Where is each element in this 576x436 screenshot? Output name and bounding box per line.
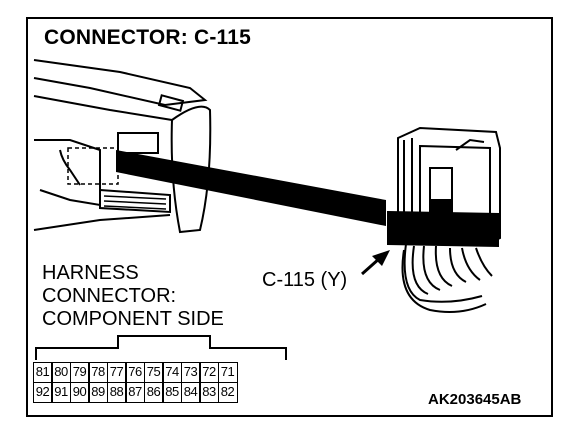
dashboard-drawing bbox=[33, 59, 212, 234]
harness-connector-label: HARNESS CONNECTOR: COMPONENT SIDE bbox=[42, 262, 224, 331]
harness-line-1: HARNESS bbox=[42, 262, 139, 284]
ecu-module bbox=[387, 126, 501, 248]
pin-cell: 80 bbox=[51, 362, 71, 383]
pin-cell: 74 bbox=[162, 362, 182, 383]
pin-cell: 71 bbox=[217, 362, 238, 383]
pin-cell: 89 bbox=[88, 381, 108, 403]
connector-pin-grid: 81 80 79 78 77 76 75 74 73 72 71 92 91 9… bbox=[32, 362, 238, 403]
pin-row-bottom: 92 91 90 89 88 87 86 85 84 83 82 bbox=[32, 381, 238, 403]
dashboard-vents bbox=[103, 195, 167, 210]
pin-cell: 72 bbox=[199, 362, 219, 383]
connector-callout-label: C-115 (Y) bbox=[262, 269, 348, 291]
pin-cell: 91 bbox=[51, 381, 71, 403]
callout-arrow bbox=[361, 250, 390, 276]
pin-cell: 83 bbox=[199, 381, 219, 403]
pin-cell: 88 bbox=[106, 381, 127, 403]
harness-line-2: CONNECTOR: bbox=[42, 285, 177, 307]
pin-cell: 81 bbox=[32, 362, 53, 383]
pin-cell: 79 bbox=[69, 362, 90, 383]
harness-line-3: COMPONENT SIDE bbox=[42, 308, 224, 330]
connector-title: CONNECTOR: C-115 bbox=[44, 26, 252, 49]
wire-bundle bbox=[401, 243, 493, 313]
connector-face-outline bbox=[35, 335, 287, 360]
pin-cell: 82 bbox=[217, 381, 238, 403]
pin-cell: 84 bbox=[180, 381, 201, 403]
connector-location-box bbox=[67, 147, 119, 185]
pin-cell: 90 bbox=[69, 381, 90, 403]
figure-code: AK203645AB bbox=[428, 391, 522, 408]
pin-cell: 92 bbox=[32, 381, 53, 403]
pointer-wedge bbox=[116, 150, 386, 226]
pin-cell: 75 bbox=[143, 362, 164, 383]
pin-cell: 77 bbox=[106, 362, 127, 383]
pin-cell: 87 bbox=[125, 381, 145, 403]
pin-cell: 85 bbox=[162, 381, 182, 403]
pin-cell: 86 bbox=[143, 381, 164, 403]
pin-cell: 78 bbox=[88, 362, 108, 383]
pin-cell: 73 bbox=[180, 362, 201, 383]
pin-row-top: 81 80 79 78 77 76 75 74 73 72 71 bbox=[32, 362, 238, 383]
pin-cell: 76 bbox=[125, 362, 145, 383]
